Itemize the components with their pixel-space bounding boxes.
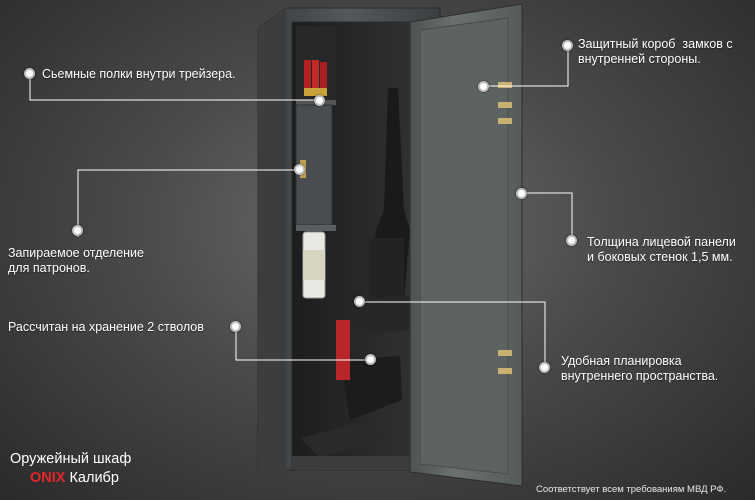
callout-dot-shelf-anchor: [314, 95, 325, 106]
callout-dot-lock-anchor: [478, 81, 489, 92]
callout-dot-thickness: [566, 235, 577, 246]
product-model-line: ONIX Калибр: [10, 469, 131, 488]
callout-dot-ammo-anchor: [294, 164, 305, 175]
callout-dot-barrels-anchor: [365, 354, 376, 365]
callout-dot-shelves: [24, 68, 35, 79]
callout-dot-barrels: [230, 321, 241, 332]
brand-name: ONIX: [30, 470, 66, 486]
callout-dot-thickness-anchor: [516, 188, 527, 199]
product-title: Оружейный шкаф ONIX Калибр: [10, 450, 131, 488]
callout-lock-box: Защитный короб замков с внутренней сторо…: [578, 37, 733, 66]
callout-dot-ammo: [72, 225, 83, 236]
leader-lines: [29, 45, 573, 368]
model-name: Калибр: [69, 470, 119, 486]
callout-interior-layout: Удобная планировка внутреннего пространс…: [561, 354, 719, 383]
callout-dot-layout: [539, 362, 550, 373]
safe-door: [409, 3, 523, 487]
oil-can: [302, 231, 326, 299]
rifle: [300, 88, 410, 458]
callout-dot-layout-anchor: [354, 296, 365, 307]
callout-removable-shelves: Сьемные полки внутри трейзера.: [42, 67, 236, 81]
compliance-note: Соответствует всем требованиям МВД РФ.: [536, 484, 727, 495]
callout-panel-thickness: Толщина лицевой панели и боковых стенок …: [587, 235, 736, 264]
callout-ammo-compartment: Запираемое отделение для патронов.: [8, 246, 144, 275]
callout-barrels-capacity: Рассчитан на хранение 2 стволов: [8, 320, 204, 334]
safe-floor: [292, 456, 410, 470]
product-type: Оружейный шкаф: [10, 451, 132, 467]
shelf-compartment: [296, 26, 336, 105]
callout-dot-lock-box: [562, 40, 573, 51]
